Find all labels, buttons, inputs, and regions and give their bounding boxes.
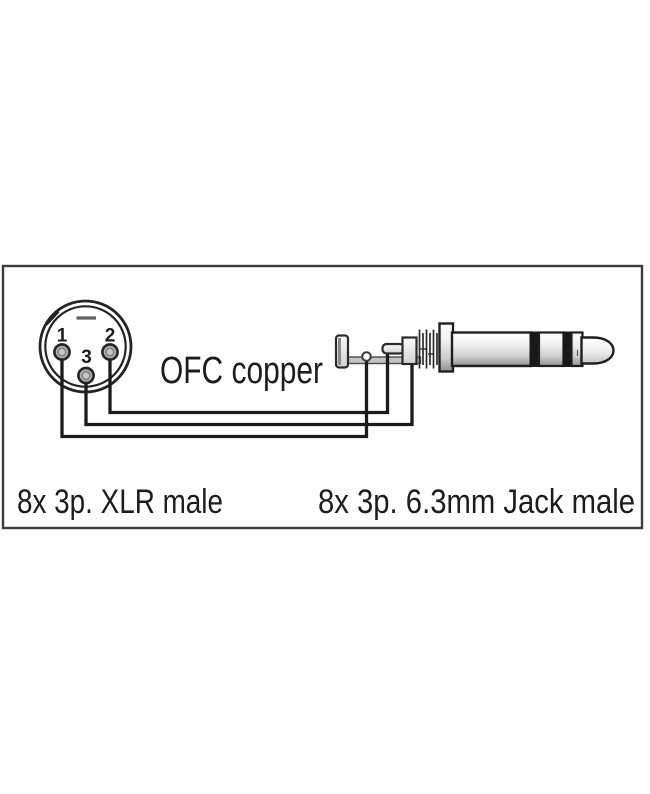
wire-pin1-to-sleeve xyxy=(60,354,369,439)
jack-connector xyxy=(334,322,615,373)
jack-tip-rod xyxy=(381,342,406,355)
xlr-pin2-label: 2 xyxy=(105,326,116,347)
jack-tip-base-block xyxy=(401,336,418,366)
jack-sleeve-lug xyxy=(334,334,350,369)
cable-material-label: OFC copper xyxy=(160,350,323,392)
jack-sleeve-barrel xyxy=(450,331,533,368)
xlr-key-notch xyxy=(45,310,60,326)
xlr-pins: 1 2 3 xyxy=(53,326,119,385)
jack-ring-segment xyxy=(537,331,565,368)
wires xyxy=(60,351,414,439)
xlr-pin-2 xyxy=(101,343,119,361)
jack-solder-hole xyxy=(361,351,372,362)
jack-tip-bulb xyxy=(580,336,615,365)
jack-spring xyxy=(418,329,442,369)
jack-caption: 8x 3p. 6.3mm Jack male xyxy=(318,483,635,521)
xlr-caption: 8x 3p. XLR male xyxy=(17,483,223,521)
xlr-pin1-label: 1 xyxy=(57,326,68,347)
xlr-pin-1 xyxy=(53,343,71,361)
xlr-pin-3 xyxy=(77,366,95,385)
jack-sleeve-lug-shade xyxy=(338,338,341,365)
wire-pin2-to-tip xyxy=(108,351,390,415)
xlr-pin3-label: 3 xyxy=(81,347,92,368)
jack-insulator-band-2 xyxy=(562,331,573,367)
wire-pin3-to-ring xyxy=(84,361,414,427)
jack-insulator-band-1 xyxy=(529,331,540,367)
